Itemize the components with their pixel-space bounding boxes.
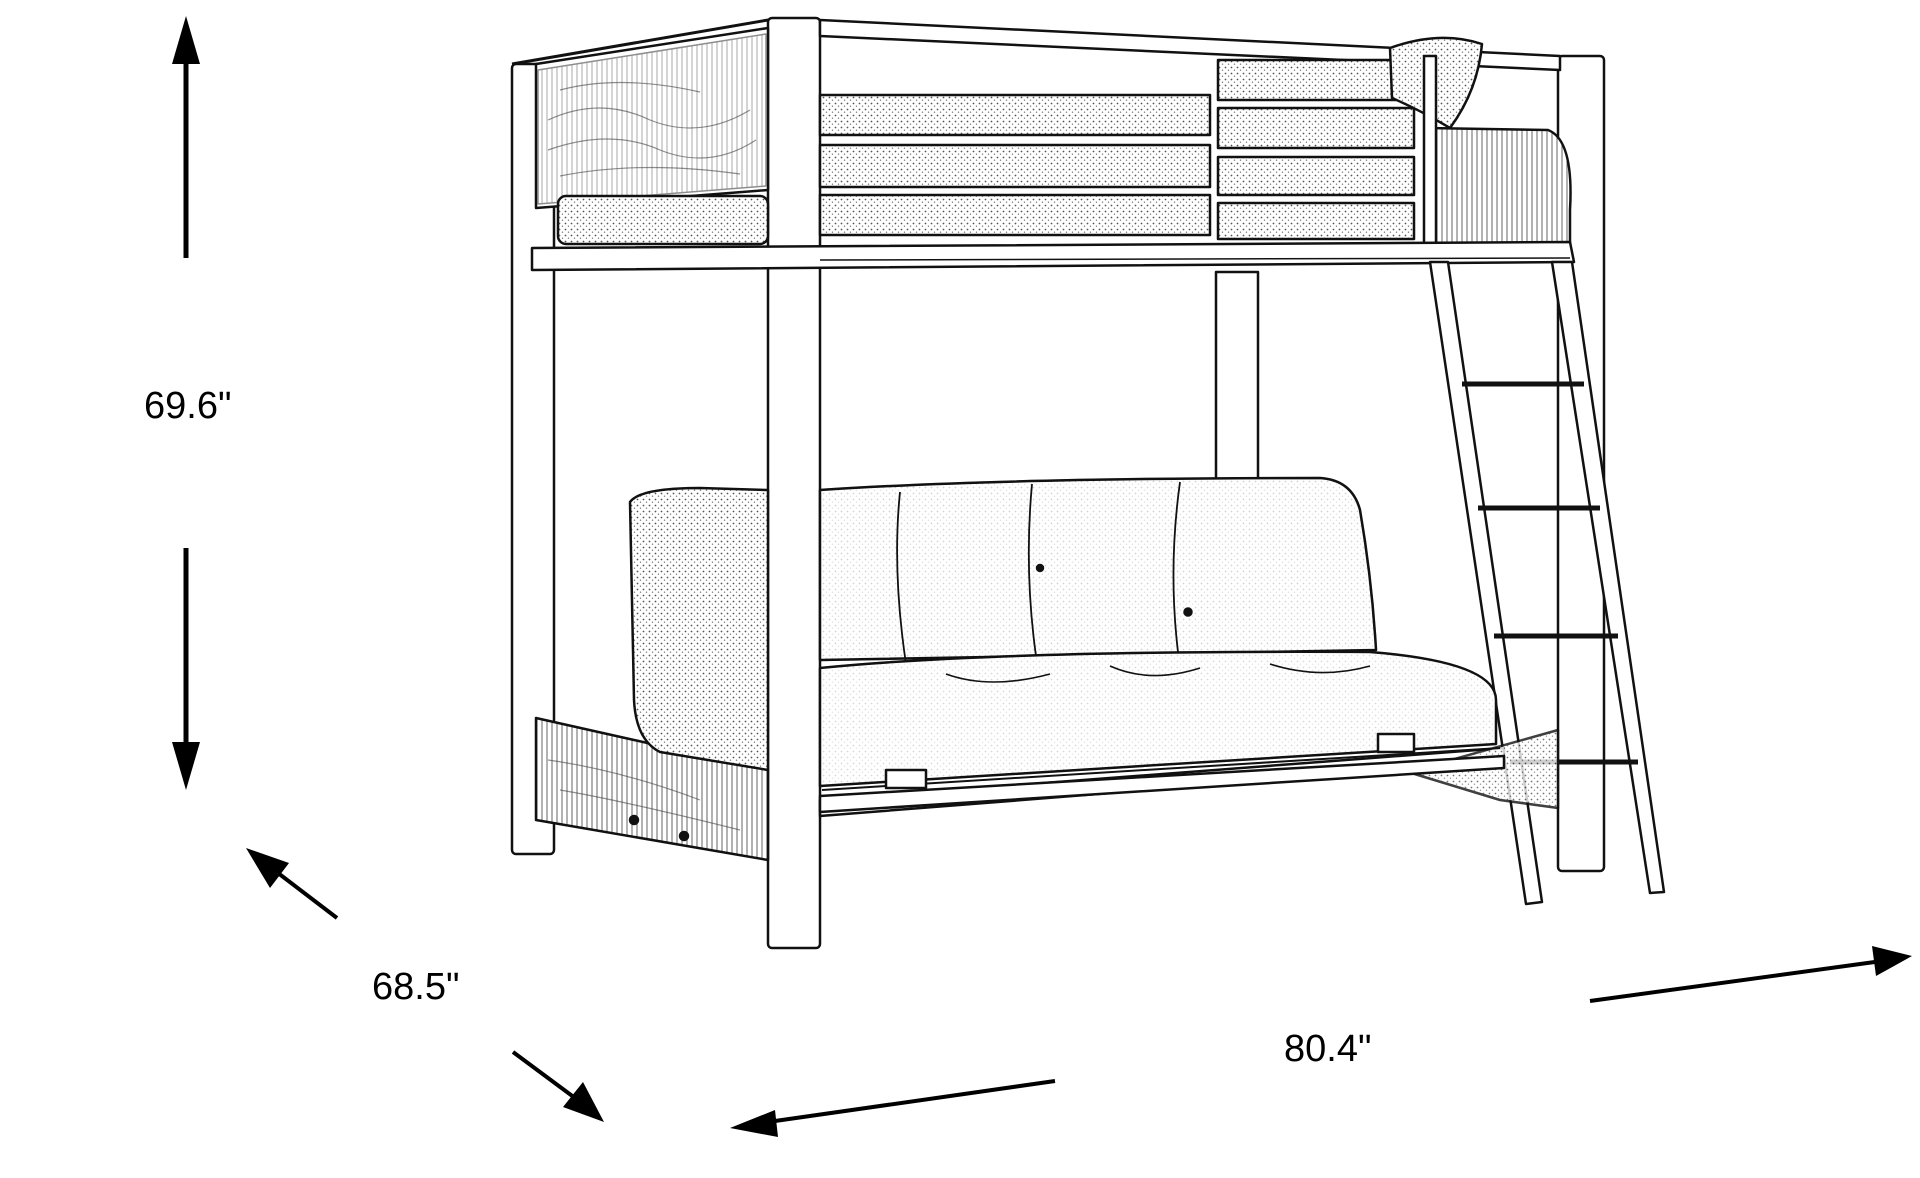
width-dimension-label: 80.4" xyxy=(1284,1028,1372,1070)
guard-rail-slat-3 xyxy=(818,193,1212,237)
upper-mattress-left xyxy=(556,194,770,246)
guard-rail-slat-2 xyxy=(818,143,1212,189)
width-arrow xyxy=(730,946,1912,1137)
upper-mattress-right xyxy=(1424,126,1572,246)
depth-arrow xyxy=(246,848,604,1122)
hinge-tab-left xyxy=(884,768,928,790)
wood-grain xyxy=(547,81,757,831)
guard-rail-slat-7 xyxy=(1216,201,1416,241)
height-arrow xyxy=(172,16,200,790)
height-dimension-label: 69.6" xyxy=(144,385,232,427)
front-left-post xyxy=(766,16,822,950)
guard-rail-slat-1 xyxy=(818,93,1212,137)
rail-post xyxy=(1422,54,1438,254)
guard-rail-slat-4 xyxy=(1216,58,1416,102)
guard-rail-slat-6 xyxy=(1216,155,1416,197)
futon-arm xyxy=(628,486,770,772)
middle-support-post xyxy=(1214,270,1260,484)
hinge-tab-right xyxy=(1376,732,1416,754)
futon xyxy=(628,476,1506,814)
bed-frame xyxy=(510,16,1666,950)
depth-dimension-label: 68.5" xyxy=(372,966,460,1008)
upper-deck-rail xyxy=(530,240,1576,272)
guard-rail-slat-5 xyxy=(1216,106,1416,150)
